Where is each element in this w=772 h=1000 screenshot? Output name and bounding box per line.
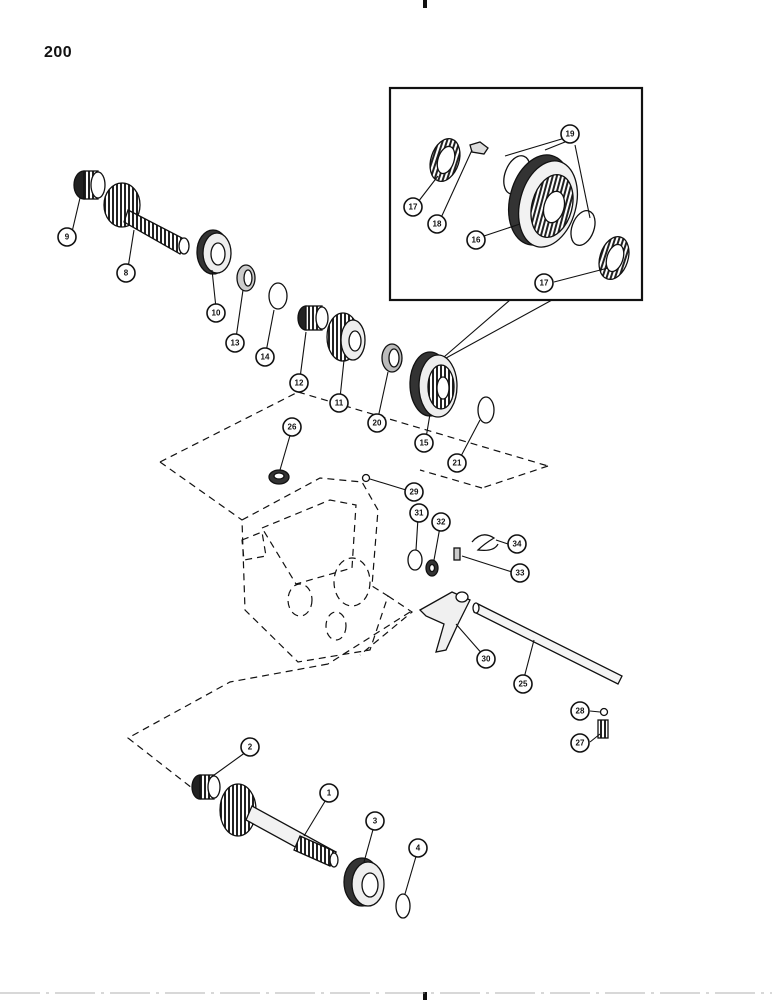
svg-text:27: 27 [576, 739, 585, 748]
spring-27 [597, 719, 609, 739]
svg-text:15: 15 [420, 439, 429, 448]
snap-ring-4 [395, 893, 411, 919]
ball-28 [599, 707, 609, 717]
svg-text:20: 20 [373, 419, 382, 428]
lower-dashed-outline [126, 611, 411, 789]
page-bottom-mark [423, 992, 427, 1000]
washer-14 [268, 282, 288, 310]
callout-2: 2 [240, 737, 260, 757]
callout-3: 3 [365, 811, 385, 831]
bearing-2 [191, 774, 221, 800]
callout-21: 21 [447, 453, 467, 473]
callout-16: 16 [466, 230, 486, 250]
callout-8: 8 [116, 263, 136, 283]
gear-11 [326, 312, 366, 362]
svg-text:12: 12 [295, 379, 304, 388]
callout-10: 10 [206, 303, 226, 323]
input-shaft-1 [219, 783, 339, 868]
seal-32 [425, 559, 439, 577]
svg-text:19: 19 [566, 130, 575, 139]
inset-synchronizer-ring-bottom [598, 235, 630, 281]
callout-28: 28 [570, 701, 590, 721]
svg-text:9: 9 [65, 233, 70, 242]
set-screw-33 [453, 547, 461, 561]
needle-bearing-12 [297, 305, 329, 331]
callout-1: 1 [319, 783, 339, 803]
svg-text:29: 29 [410, 488, 419, 497]
svg-text:1: 1 [327, 789, 332, 798]
svg-text:26: 26 [288, 423, 297, 432]
seal-26 [268, 469, 290, 485]
callout-4: 4 [408, 838, 428, 858]
washer-31 [407, 549, 423, 571]
inset-synchronizer-ring-top [429, 137, 461, 183]
callout-32: 32 [431, 512, 451, 532]
svg-text:8: 8 [124, 269, 129, 278]
callout-20: 20 [367, 413, 387, 433]
callout-34: 34 [507, 534, 527, 554]
callout-30: 30 [476, 649, 496, 669]
bearing-3 [343, 857, 385, 907]
svg-text:14: 14 [261, 353, 270, 362]
callout-31: 31 [409, 503, 429, 523]
callout-11: 11 [329, 393, 349, 413]
svg-text:17: 17 [540, 279, 549, 288]
plug-29 [361, 473, 371, 483]
callout-9: 9 [57, 227, 77, 247]
svg-text:16: 16 [472, 236, 481, 245]
callout-17-top: 17 [403, 197, 423, 217]
inset-spring-ring-right [570, 210, 596, 246]
bearing-10 [196, 229, 232, 275]
svg-text:3: 3 [373, 817, 378, 826]
callout-33: 33 [510, 563, 530, 583]
callout-26: 26 [282, 417, 302, 437]
callout-19: 19 [560, 124, 580, 144]
page-top-mark [423, 0, 427, 8]
shift-rail-25 [472, 602, 623, 685]
callout-12: 12 [289, 373, 309, 393]
snap-ring-21 [477, 396, 495, 424]
callout-13: 13 [225, 333, 245, 353]
svg-text:13: 13 [231, 339, 240, 348]
leader-lines [71, 137, 609, 895]
svg-text:30: 30 [482, 655, 491, 664]
inset-synchronizer-hub [508, 154, 578, 248]
callout-25: 25 [513, 674, 533, 694]
main-shaft-8 [103, 182, 190, 255]
washer-20 [381, 343, 403, 373]
svg-text:2: 2 [248, 743, 253, 752]
upper-dashed-outline [159, 391, 549, 521]
callout-29: 29 [404, 482, 424, 502]
svg-text:31: 31 [415, 509, 424, 518]
callout-17-bottom: 17 [534, 273, 554, 293]
callout-14: 14 [255, 347, 275, 367]
svg-text:18: 18 [433, 220, 442, 229]
svg-text:28: 28 [576, 707, 585, 716]
svg-text:11: 11 [335, 399, 344, 408]
svg-text:25: 25 [519, 680, 528, 689]
page-number: 200 [44, 44, 73, 61]
spring-clip-34 [471, 534, 499, 552]
washer-13 [236, 264, 256, 292]
svg-text:17: 17 [409, 203, 418, 212]
shift-fork-30 [418, 591, 471, 653]
svg-text:34: 34 [513, 540, 522, 549]
transmission-housing [241, 477, 414, 663]
needle-bearing-9 [73, 170, 106, 200]
svg-text:32: 32 [437, 518, 446, 527]
callout-27: 27 [570, 733, 590, 753]
svg-text:33: 33 [516, 569, 525, 578]
svg-text:4: 4 [416, 844, 421, 853]
svg-text:21: 21 [453, 459, 462, 468]
svg-text:10: 10 [212, 309, 221, 318]
callout-18: 18 [427, 214, 447, 234]
synchronizer-assembly-15 [409, 351, 458, 418]
callout-15: 15 [414, 433, 434, 453]
